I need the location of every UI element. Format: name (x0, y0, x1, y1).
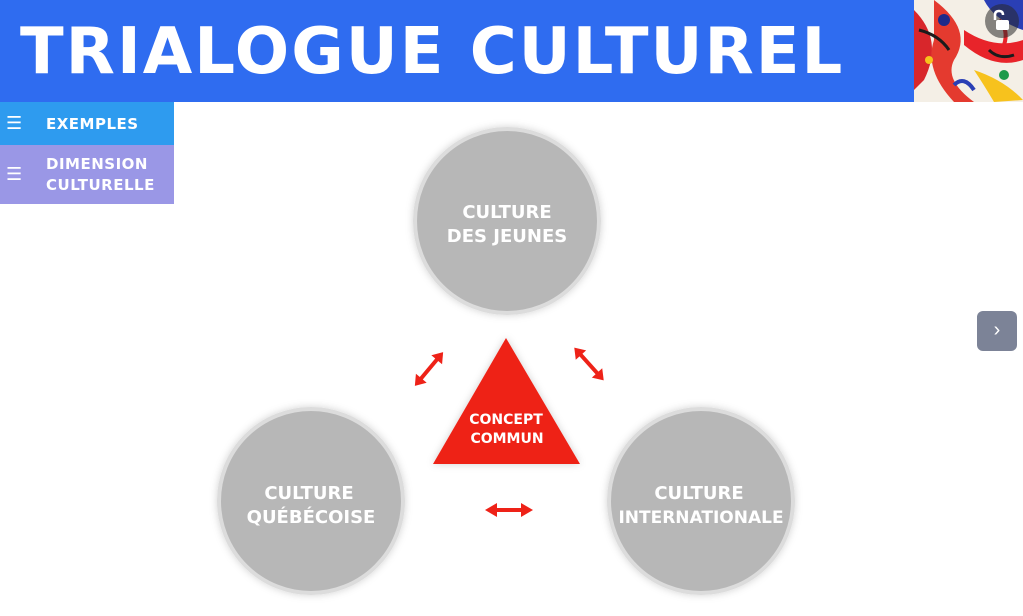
circle-international-line2: INTERNATIONALE (618, 508, 783, 528)
next-slide-button[interactable]: › (977, 311, 1017, 351)
double-arrow-right (574, 347, 604, 381)
cultural-trialogue-diagram: CULTURE DES JEUNES CULTURE QUÉBÉCOISE CU… (174, 102, 1023, 611)
unlock-icon[interactable] (985, 4, 1019, 38)
menu-item-cultural-dimension[interactable]: ☰ DIMENSION CULTURELLE (0, 145, 174, 204)
double-arrow-left (414, 352, 444, 386)
menu-item-label: EXEMPLES (46, 114, 139, 133)
circle-international-culture: CULTURE INTERNATIONALE (607, 407, 795, 595)
circle-youth-line1: CULTURE (462, 202, 551, 223)
menu-item-label: DIMENSION CULTURELLE (46, 154, 155, 194)
triangle-line1: CONCEPT (469, 412, 543, 428)
app-header: TRIALOGUE CULTUREL (0, 0, 1023, 102)
triangle-common-concept: CONCEPT COMMUN (433, 338, 580, 464)
chevron-right-icon: › (993, 319, 1001, 341)
circle-international-line1: CULTURE (654, 483, 743, 504)
circle-quebec-line1: CULTURE (264, 483, 353, 504)
circle-quebec-line2: QUÉBÉCOISE (247, 506, 376, 528)
double-arrow-bottom (485, 503, 533, 517)
side-menu: ☰ EXEMPLES ☰ DIMENSION CULTURELLE (0, 102, 174, 204)
hamburger-icon: ☰ (6, 164, 23, 185)
circle-quebec-culture: CULTURE QUÉBÉCOISE (217, 407, 405, 595)
diagram-svg: CULTURE DES JEUNES CULTURE QUÉBÉCOISE CU… (217, 127, 795, 595)
circle-youth-line2: DES JEUNES (447, 226, 567, 247)
app-title: TRIALOGUE CULTUREL (20, 15, 845, 89)
header-artwork (914, 0, 1023, 102)
menu-item-examples[interactable]: ☰ EXEMPLES (0, 102, 174, 145)
unlock-icon-glyph (993, 9, 1009, 30)
circle-youth-culture: CULTURE DES JEUNES (413, 127, 601, 315)
triangle-line2: COMMUN (470, 431, 543, 447)
hamburger-icon: ☰ (6, 113, 23, 134)
